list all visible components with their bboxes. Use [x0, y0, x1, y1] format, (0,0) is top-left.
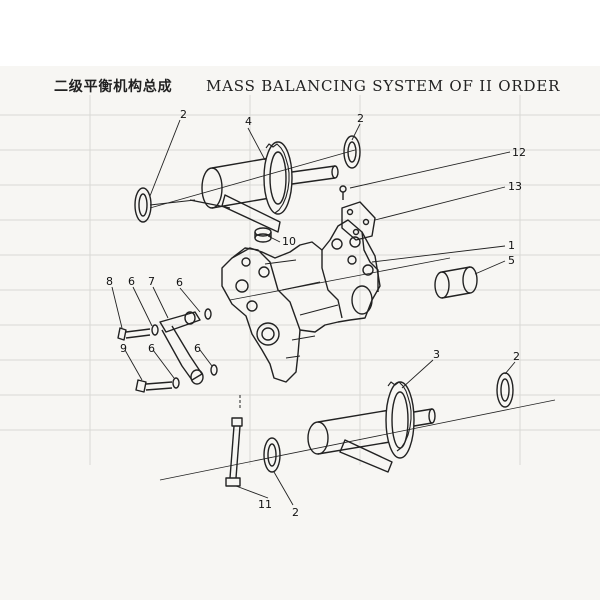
- callout-9: 9: [120, 342, 127, 355]
- thrust-washer-lower-right: [496, 372, 514, 408]
- thrust-washer-top-left: [134, 187, 152, 223]
- callout-labels: 2 4 2 12 13 1 5 10 8 6 7 6 9 6 6 3 2 11 …: [106, 108, 526, 519]
- thrust-washer-top-right: [343, 135, 361, 169]
- title-english: MASS BALANCING SYSTEM OF II ORDER: [205, 77, 561, 95]
- callout-2-lower-middle: 2: [292, 506, 299, 519]
- callout-2-top-left: 2: [180, 108, 187, 121]
- title-chinese: 二级平衡机构总成: [54, 79, 173, 95]
- callout-8: 8: [106, 275, 113, 288]
- oil-plate: [341, 201, 376, 241]
- page-top-margin: [0, 0, 600, 66]
- callout-12: 10: [282, 235, 296, 248]
- thrust-washer-lower-middle: [263, 437, 281, 473]
- lower-balance-shaft: [307, 381, 436, 473]
- callout-6-lower-left: 6: [148, 342, 155, 355]
- callout-3: 3: [433, 348, 440, 361]
- bushing: [434, 266, 478, 299]
- callout-5: 5: [508, 254, 515, 267]
- dowel-pin: [339, 185, 347, 200]
- page-title: 二级平衡机构总成 MASS BALANCING SYSTEM OF II ORD…: [14, 76, 600, 96]
- leader-lines: [111, 119, 516, 506]
- callout-7: 7: [148, 275, 155, 288]
- callout-6-top-left: 6: [128, 275, 135, 288]
- callout-6-top-right: 6: [176, 276, 183, 289]
- locating-bolt: [225, 395, 243, 487]
- callout-6-lower-right: 6: [194, 342, 201, 355]
- linkage-bolts: [117, 308, 218, 393]
- callout-10: 12: [512, 146, 526, 159]
- callout-4: 4: [245, 115, 252, 128]
- callout-13: 11: [258, 498, 272, 511]
- callout-11: 13: [508, 180, 522, 193]
- callout-1: 1: [508, 239, 515, 252]
- callout-2-lower-right: 2: [513, 350, 520, 363]
- callout-2-top-right: 2: [357, 112, 364, 125]
- sleeve: [254, 227, 272, 243]
- upper-balance-shaft: [149, 141, 339, 233]
- balancer-housing: [221, 219, 381, 383]
